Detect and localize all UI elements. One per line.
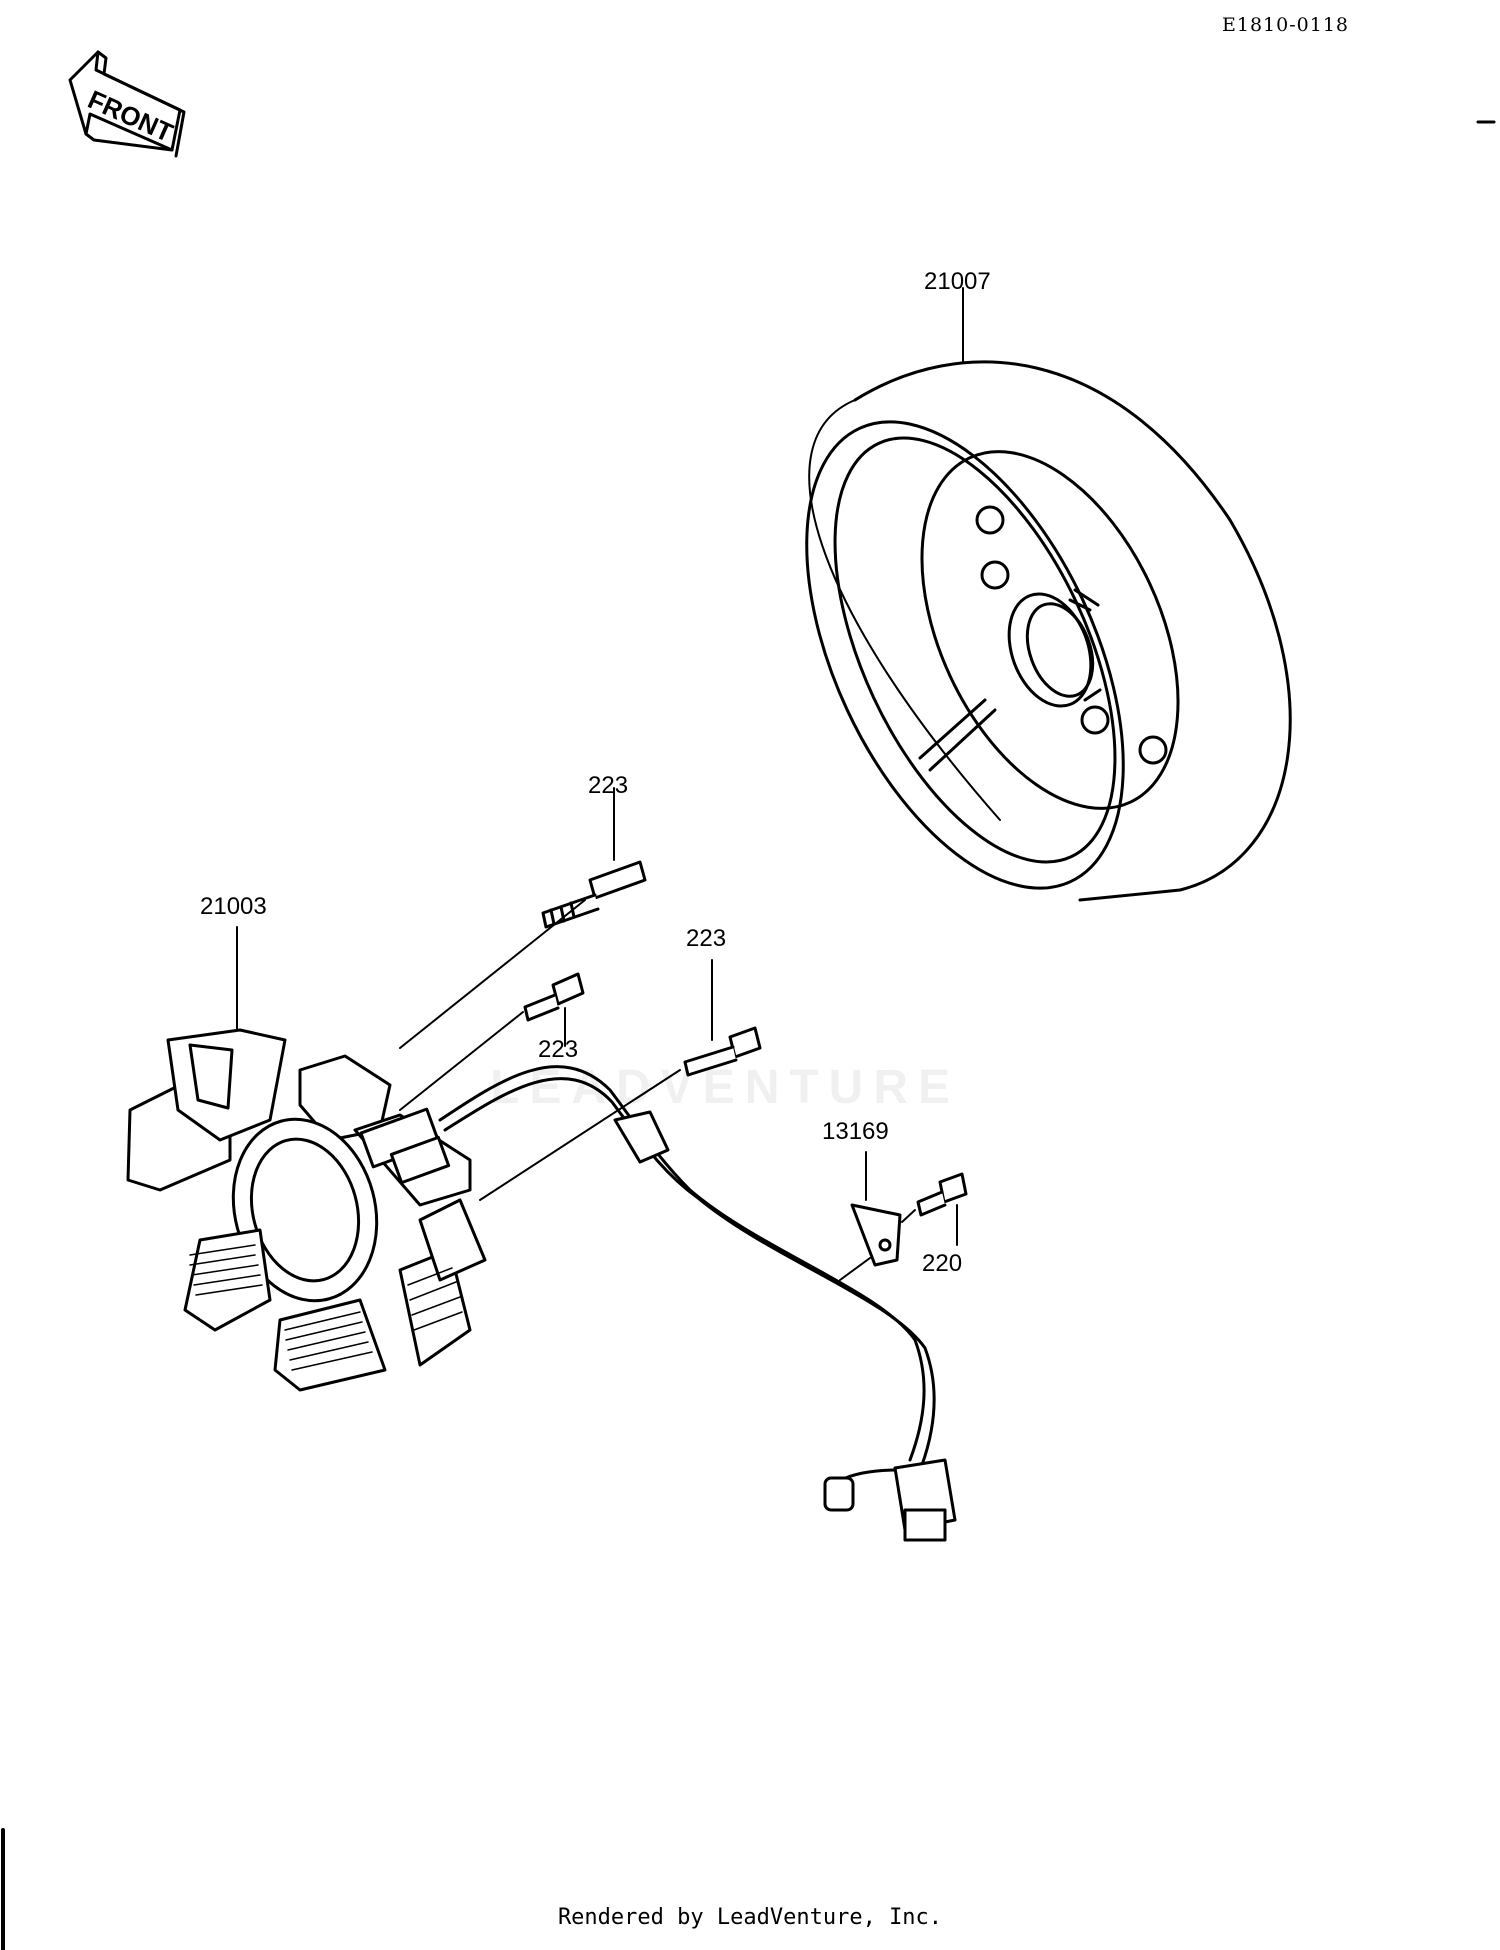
callout-223-middle-right: 223 bbox=[686, 925, 727, 952]
callout-21003: 21003 bbox=[200, 893, 267, 920]
callout-223-middle-left: 223 bbox=[538, 1036, 579, 1063]
front-arrow-icon: FRONT bbox=[68, 50, 186, 158]
bolt-223-upper bbox=[399, 787, 647, 1049]
watermark-text: LEADVENTURE bbox=[490, 1061, 961, 1114]
callout-220: 220 bbox=[922, 1250, 963, 1277]
callout-21007: 21007 bbox=[924, 268, 991, 295]
diagram-reference-code: E1810-0118 bbox=[1222, 14, 1349, 36]
stator-assembly bbox=[126, 926, 487, 1392]
callout-223-upper: 223 bbox=[588, 772, 629, 799]
bolt-223-middle-left bbox=[399, 972, 585, 1111]
wire-harness bbox=[438, 1065, 957, 1542]
flywheel-rotor bbox=[805, 287, 1292, 902]
clamp-13169 bbox=[839, 1151, 902, 1281]
bolt-220 bbox=[901, 1172, 968, 1246]
bolt-223-middle-right bbox=[479, 959, 762, 1201]
callout-13169: 13169 bbox=[822, 1118, 889, 1145]
footer-credit: Rendered by LeadVenture, Inc. bbox=[557, 1905, 943, 1930]
